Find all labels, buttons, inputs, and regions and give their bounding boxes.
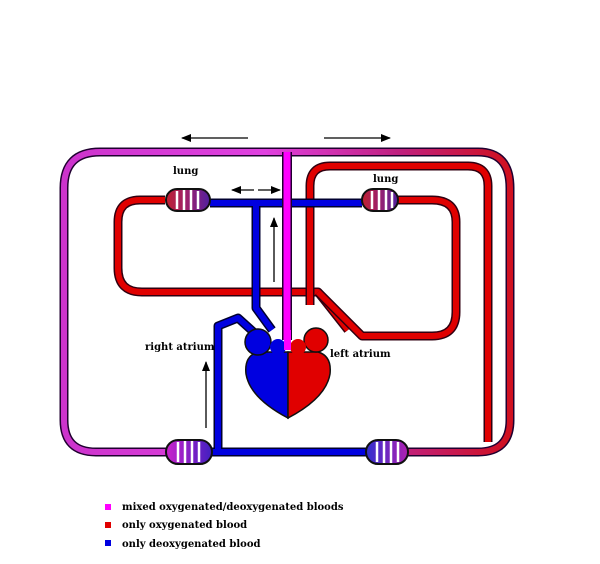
systemic-loop	[59, 147, 515, 457]
heart	[244, 327, 331, 420]
lung-right-label: lung	[373, 174, 398, 185]
lung-left-label: lung	[173, 166, 198, 177]
flow-arrows	[181, 134, 391, 428]
legend: mixed oxygenated/deoxygenated bloods onl…	[105, 502, 344, 550]
oxygenated-vessels	[113, 161, 493, 442]
legend-text-mixed: mixed oxygenated/deoxygenated bloods	[122, 502, 344, 513]
systemic-vessel	[61, 149, 513, 455]
systemic-capillary-left	[165, 439, 213, 465]
legend-text-oxygenated: only oxygenated blood	[122, 520, 247, 531]
right-atrium-chamber	[244, 328, 272, 356]
heart-left-half	[287, 351, 331, 420]
lung-left-capillary	[165, 188, 211, 212]
right-atrium-label: right atrium	[145, 342, 215, 353]
legend-text-deoxygenated: only deoxygenated blood	[122, 539, 261, 550]
heart-right-half	[245, 351, 289, 420]
lung-right-capillary	[361, 188, 399, 212]
legend-swatch-oxygenated	[105, 522, 111, 528]
legend-swatch-mixed	[105, 504, 111, 510]
left-atrium-label: left atrium	[330, 349, 391, 360]
legend-swatch-deoxygenated	[105, 540, 111, 546]
left-atrium-chamber	[303, 327, 329, 353]
systemic-capillary-right	[365, 439, 409, 465]
